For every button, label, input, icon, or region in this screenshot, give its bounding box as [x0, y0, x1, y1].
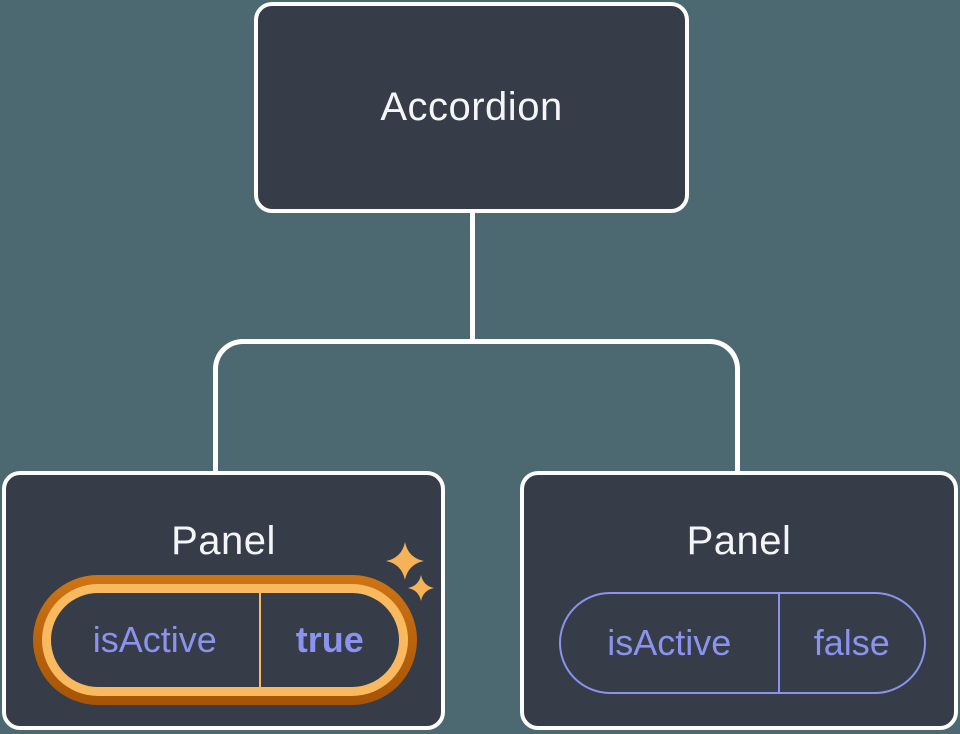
panel-node-label: Panel: [171, 519, 276, 563]
sparkle-icon: [408, 575, 434, 601]
panel-node-inactive: Panel isActive false: [520, 471, 958, 730]
connector-stem: [470, 211, 475, 344]
prop-name-label: isActive: [607, 622, 732, 663]
state-pill-highlight-ring: isActive true: [33, 575, 417, 705]
pill-divider: [777, 594, 780, 692]
state-pill-active: isActive true: [51, 593, 399, 687]
state-pill-inner-ring: isActive true: [42, 584, 408, 696]
prop-value-label: true: [295, 619, 364, 660]
state-pill-inactive: isActive false: [559, 592, 926, 694]
panel-node-label: Panel: [686, 519, 792, 563]
connector-branch: [213, 339, 740, 471]
prop-name-label: isActive: [92, 619, 217, 660]
sparkle-icon: [386, 542, 424, 580]
panel-node-active: Panel isActive true: [2, 471, 445, 730]
prop-value-label: false: [813, 622, 890, 663]
accordion-node: Accordion: [254, 2, 689, 213]
accordion-node-label: Accordion: [380, 85, 563, 129]
pill-divider: [258, 593, 261, 687]
